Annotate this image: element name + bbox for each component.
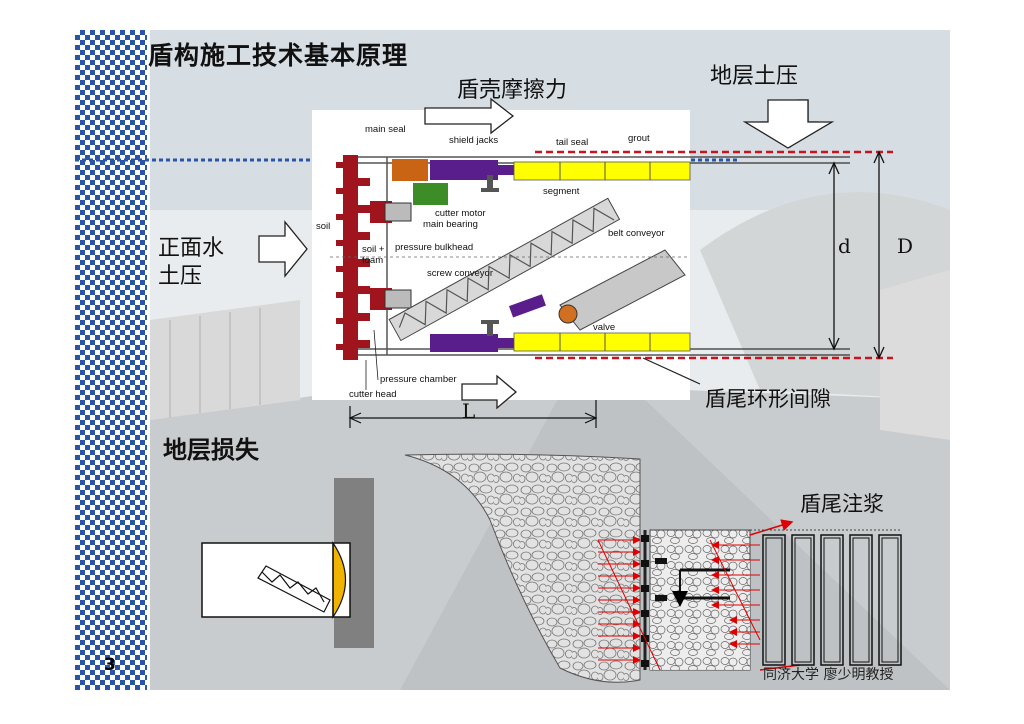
label-ground-loss: 地层损失 [163,436,259,464]
label-main-seal: main seal [365,124,406,135]
label-pressure-bulkhead: pressure bulkhead [395,242,474,253]
label-earth-pressure: 地层土压 [710,64,799,89]
length-arrow [461,374,518,410]
label-valve: valve [593,322,616,333]
label-shell-friction: 盾壳摩擦力 [457,78,568,103]
label-main-bearing: main bearing [423,219,478,230]
label-shield-jacks: shield jacks [449,135,499,146]
label-tail-grouting: 盾尾注浆 [800,492,884,516]
author-credit: 同济大学 廖少明教授 [763,667,894,683]
gap-pointer [642,357,701,385]
dimension-D: D [897,234,914,258]
tbm-diagram [330,155,850,390]
label-soil-foam-2: foam [362,255,384,266]
label-pressure-chamber: pressure chamber [380,374,457,385]
page-title: 盾构施工技术基本原理 [148,41,409,70]
label-face-water-earth-pressure: 正面水土压 [158,236,225,289]
label-cutter-head: cutter head [349,389,397,400]
tail-grouting-diagram [597,519,902,671]
label-screw-conveyor: screw conveyor [427,268,493,279]
label-belt-conveyor: belt conveyor [608,228,665,239]
ground-loss-diagram [201,478,374,648]
tbm-diagram-panel [312,110,690,400]
checker-sidebar [75,30,147,690]
label-tail-seal: tail seal [556,137,589,148]
dimension-d: d [838,234,851,258]
page-number: 3 [104,655,116,675]
dimension-L: L [462,399,476,423]
friction-arrow [424,97,515,135]
dimension-lines [348,150,885,428]
label-grout: grout [628,133,650,144]
label-soil: soil [316,221,331,232]
label-segment: segment [543,186,580,197]
label-soil-foam-1: soil + [362,244,385,255]
water-pressure-arrow [258,220,308,278]
earth-pressure-arrow-down [742,99,835,149]
label-cutter-motor: cutter motor [435,208,486,219]
soil-rubble-profile [404,453,641,683]
label-tail-annular-gap: 盾尾环形间隙 [705,387,831,411]
